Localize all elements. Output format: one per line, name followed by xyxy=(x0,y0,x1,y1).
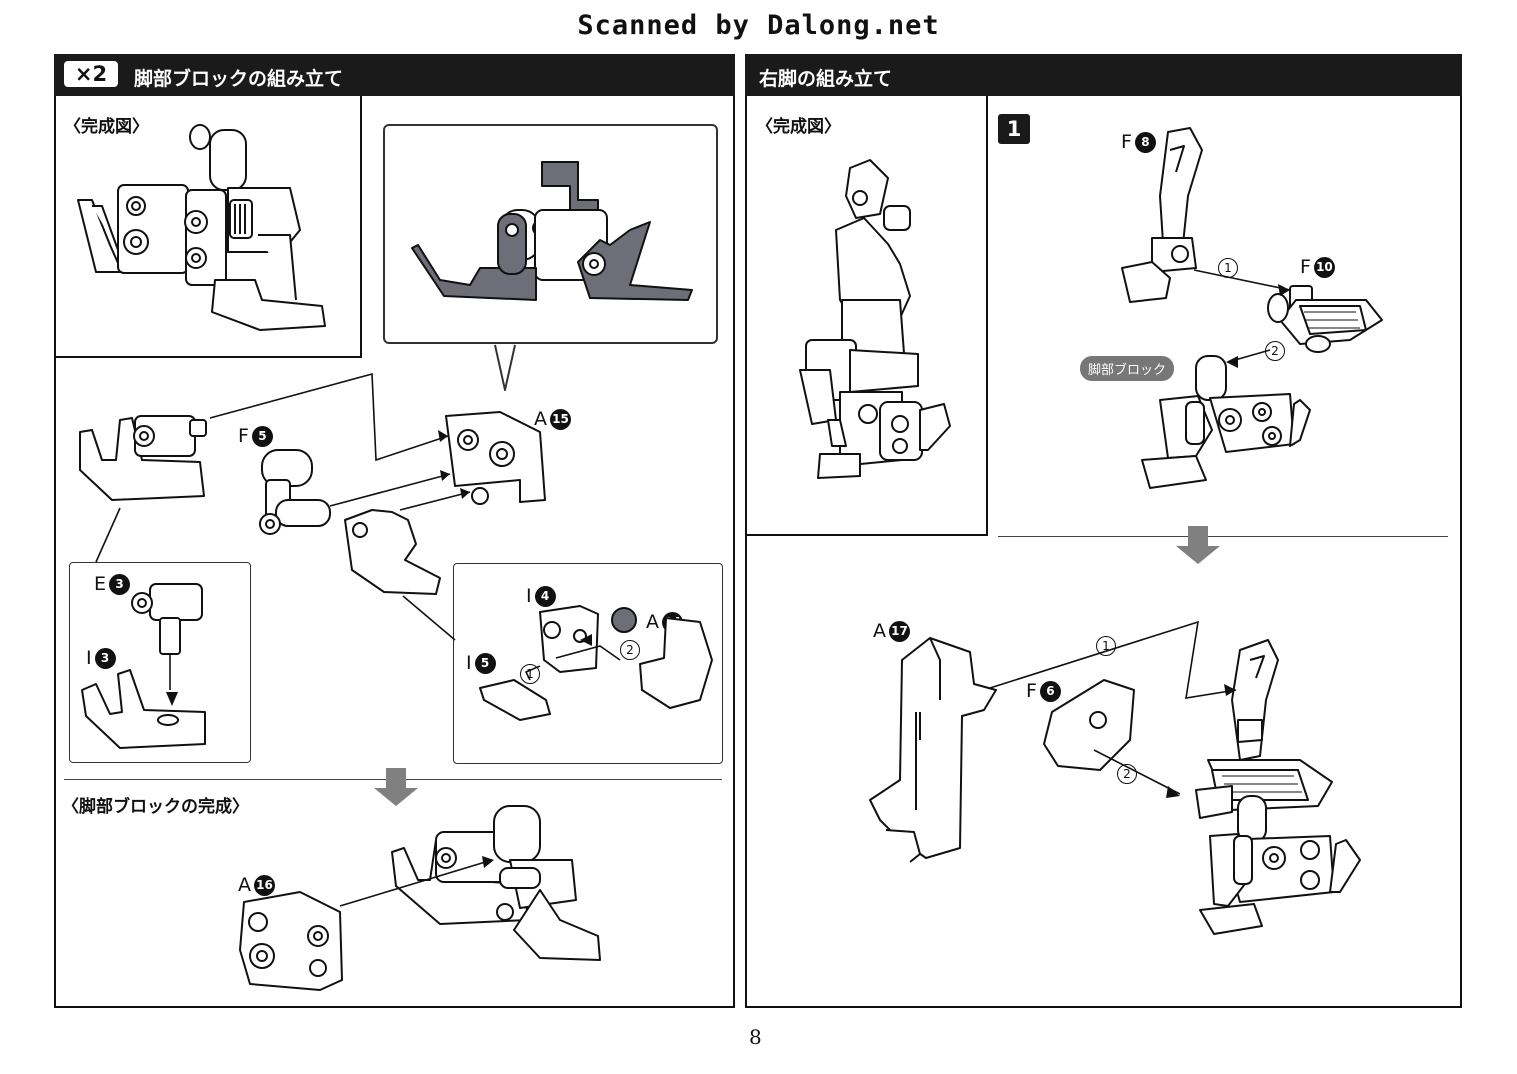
left-panel-header: ×2 脚部ブロックの組み立て xyxy=(54,54,735,96)
right-step-circle-3: 1 xyxy=(1096,636,1116,656)
page-number: 8 xyxy=(749,1025,762,1049)
part-lower-drawing xyxy=(344,509,441,595)
right-panel-title: 右脚の組み立て xyxy=(759,68,893,90)
part-left-foot-drawing xyxy=(79,415,207,501)
down-arrow-left xyxy=(374,768,418,806)
completed-leg-block-drawing xyxy=(77,124,326,331)
sub-assembly-box-i4 xyxy=(453,563,723,764)
right-completed-label: 〈完成図〉 xyxy=(756,117,841,137)
part-f6-drawing xyxy=(1043,679,1135,771)
part-a14-drawing xyxy=(611,607,713,709)
right-assembly-drawing xyxy=(1195,639,1361,935)
right-leg-block-drawing xyxy=(1141,355,1311,489)
part-i5-drawing xyxy=(479,679,551,721)
sub-assembly-box-e3 xyxy=(69,562,251,763)
block-complete-drawing xyxy=(391,805,601,961)
part-i3-drawing xyxy=(81,669,206,749)
right-step-divider xyxy=(998,536,1448,537)
step-circle-2: 2 xyxy=(620,640,640,660)
zoom-inset-box xyxy=(383,124,718,344)
left-completed-label: 〈完成図〉 xyxy=(64,117,149,137)
block-complete-label: 〈脚部ブロックの完成〉 xyxy=(62,797,249,817)
right-completed-box xyxy=(745,96,988,536)
right-completed-leg-drawing xyxy=(799,159,951,479)
part-f10-drawing xyxy=(1267,285,1383,353)
down-arrow-right xyxy=(1176,526,1220,564)
watermark: Scanned by Dalong.net xyxy=(577,10,940,41)
part-a15-drawing xyxy=(445,411,546,505)
leg-block-pill: 脚部ブロック xyxy=(1080,356,1175,381)
part-f5-drawing xyxy=(259,449,331,535)
left-completed-box xyxy=(54,96,362,358)
part-f8-drawing xyxy=(1121,127,1203,303)
part-a17-drawing xyxy=(869,637,997,863)
step-number-box: 1 xyxy=(998,114,1030,144)
zoom-inset-drawing xyxy=(411,161,693,301)
part-i4-drawing xyxy=(539,605,599,673)
quantity-badge: ×2 xyxy=(64,61,118,87)
part-e3-drawing xyxy=(131,583,203,655)
right-panel-header: 右脚の組み立て xyxy=(745,54,1462,96)
part-a16-drawing xyxy=(239,891,343,991)
left-panel-title: 脚部ブロックの組み立て xyxy=(134,68,344,90)
